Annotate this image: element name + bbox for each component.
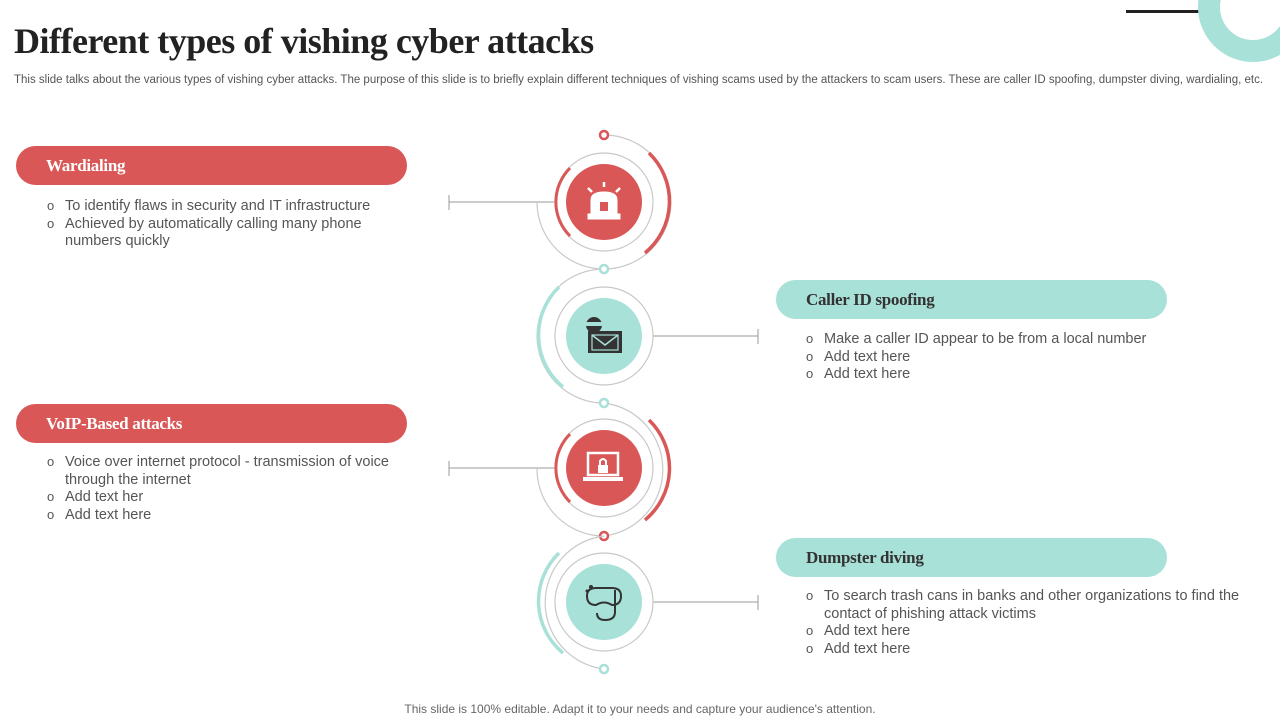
bullet-item: To search trash cans in banks and other …: [806, 587, 1256, 623]
bullet-item: To identify flaws in security and IT inf…: [47, 197, 407, 216]
item-title: Wardialing: [46, 155, 126, 175]
laptop-lock-icon: [583, 451, 623, 481]
bullet-item: Add text here: [806, 640, 1256, 659]
decorative-line: [1126, 10, 1218, 13]
slide-title: Different types of vishing cyber attacks: [14, 21, 594, 61]
pill-wardialing: Wardialing: [16, 146, 407, 185]
item-title: Dumpster diving: [806, 547, 924, 567]
item-title: VoIP-Based attacks: [46, 413, 183, 433]
bullet-item: Voice over internet protocol - transmiss…: [47, 453, 407, 489]
hacker-mail-icon: [586, 317, 622, 353]
bullet-list-dumpster-diving: To search trash cans in banks and other …: [806, 587, 1256, 659]
pill-voip-attacks: VoIP-Based attacks: [16, 404, 407, 443]
slide-subtitle: This slide talks about the various types…: [14, 74, 1264, 86]
bullet-list-caller-id-spoofing: Make a caller ID appear to be from a loc…: [806, 330, 1256, 384]
bullet-item: Add text here: [806, 365, 1256, 384]
bullet-item: Make a caller ID appear to be from a loc…: [806, 330, 1256, 349]
bullet-list-wardialing: To identify flaws in security and IT inf…: [47, 197, 407, 251]
bullet-item: Add text here: [806, 622, 1256, 641]
bullet-list-voip-attacks: Voice over internet protocol - transmiss…: [47, 453, 407, 525]
bullet-item: Add text here: [806, 348, 1256, 367]
item-title: Caller ID spoofing: [806, 289, 935, 309]
pill-caller-id-spoofing: Caller ID spoofing: [776, 280, 1167, 319]
siren-icon: [587, 182, 621, 220]
pill-dumpster-diving: Dumpster diving: [776, 538, 1167, 577]
bullet-item: Add text her: [47, 488, 407, 507]
slide-footer: This slide is 100% editable. Adapt it to…: [404, 702, 876, 716]
bullet-item: Add text here: [47, 506, 407, 525]
diving-mask-icon: [585, 585, 623, 622]
bullet-item: Achieved by automatically calling many p…: [47, 215, 407, 251]
